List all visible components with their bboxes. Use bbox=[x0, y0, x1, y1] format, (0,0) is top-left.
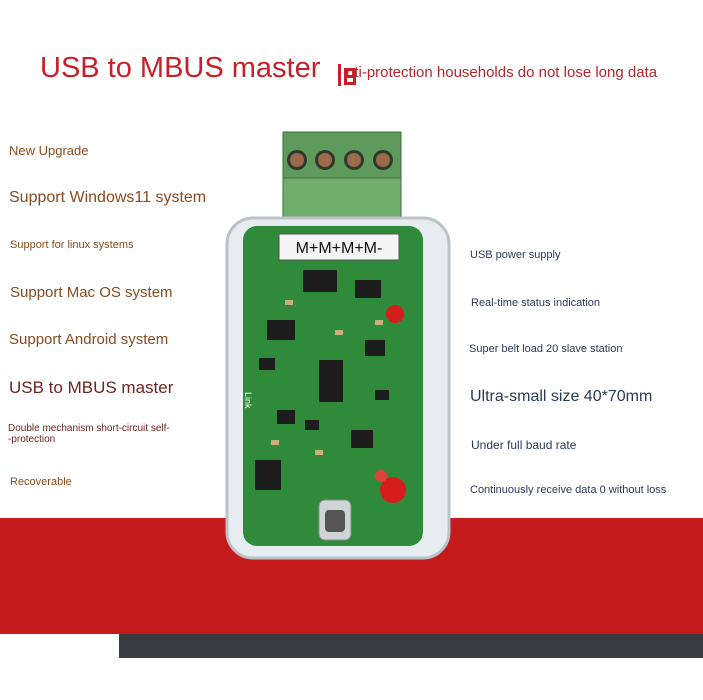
badge-icon bbox=[336, 62, 358, 88]
terminal-label: M+M+M+M- bbox=[296, 240, 383, 257]
feature-linux: Support for linux systems bbox=[10, 239, 134, 251]
feature-size: Ultra-small size 40*70mm bbox=[470, 388, 653, 405]
feature-slave-load: Super belt load 20 slave station bbox=[469, 343, 623, 355]
feature-short-circuit-line2: -protection bbox=[8, 434, 56, 445]
feature-recoverable: Recoverable bbox=[10, 476, 72, 488]
page-subtitle: nti-protection households do not lose lo… bbox=[346, 64, 658, 81]
usb-mbus-device-image: M+M+M+M- Link bbox=[215, 130, 455, 570]
feature-usb-mbus-master: USB to MBUS master bbox=[9, 378, 174, 397]
feature-baud-rate: Under full baud rate bbox=[471, 438, 577, 452]
feature-mac-os: Support Mac OS system bbox=[10, 284, 173, 301]
feature-windows11: Support Windows11 system bbox=[9, 189, 207, 206]
feature-android: Support Android system bbox=[9, 331, 169, 348]
feature-new-upgrade: New Upgrade bbox=[9, 143, 89, 158]
dark-banner bbox=[119, 634, 703, 658]
page-title: USB to MBUS master bbox=[40, 52, 321, 84]
feature-short-circuit-line1: Double mechanism short-circuit self- bbox=[8, 423, 170, 434]
feature-usb-power: USB power supply bbox=[470, 249, 561, 261]
feature-continuous-receive: Continuously receive data 0 without loss bbox=[470, 484, 667, 496]
feature-status-indication: Real-time status indication bbox=[471, 297, 601, 309]
board-link-label: Link bbox=[243, 392, 253, 409]
